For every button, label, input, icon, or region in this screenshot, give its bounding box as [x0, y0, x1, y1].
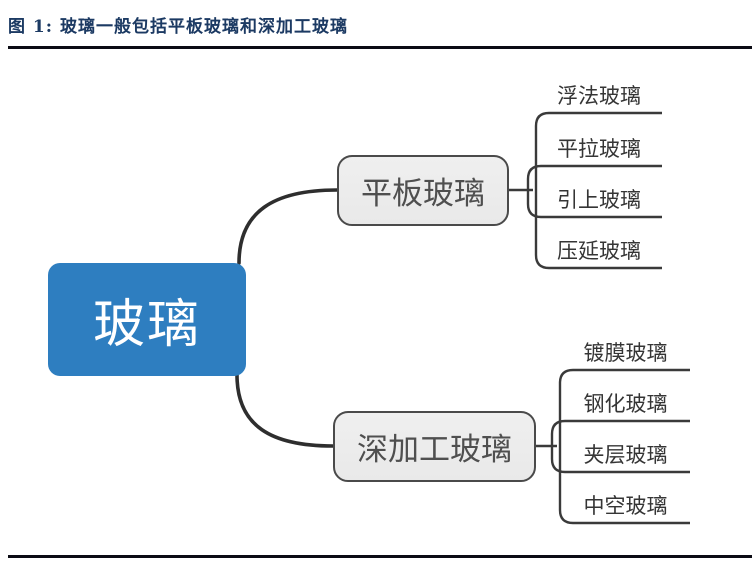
- curve-root-to-flat: [237, 188, 339, 265]
- leaf-label-flat-drawn-glass: 平拉玻璃: [557, 138, 641, 161]
- root-node-glass: 玻璃: [48, 263, 246, 376]
- bottom-border-line: [8, 555, 752, 558]
- leaf-label-float-glass: 浮法玻璃: [557, 85, 641, 108]
- leaf-label-rolled-glass: 压延玻璃: [557, 240, 641, 263]
- leaf-label-coated-glass: 镀膜玻璃: [583, 342, 668, 365]
- branch-node-deep-processed-glass: 深加工玻璃: [333, 411, 536, 482]
- leaf-label-tempered-glass: 钢化玻璃: [583, 393, 668, 416]
- leaf-label-laminated-glass: 夹层玻璃: [583, 444, 668, 467]
- title-divider-line: [8, 46, 752, 49]
- curve-root-to-deep: [235, 373, 335, 448]
- leaf-label-updrawn-glass: 引上玻璃: [557, 189, 641, 212]
- leaf-label-insulated-glass: 中空玻璃: [583, 495, 668, 518]
- branch-node-flat-glass: 平板玻璃: [337, 155, 509, 226]
- figure-title: 图 1: 玻璃一般包括平板玻璃和深加工玻璃: [8, 17, 348, 37]
